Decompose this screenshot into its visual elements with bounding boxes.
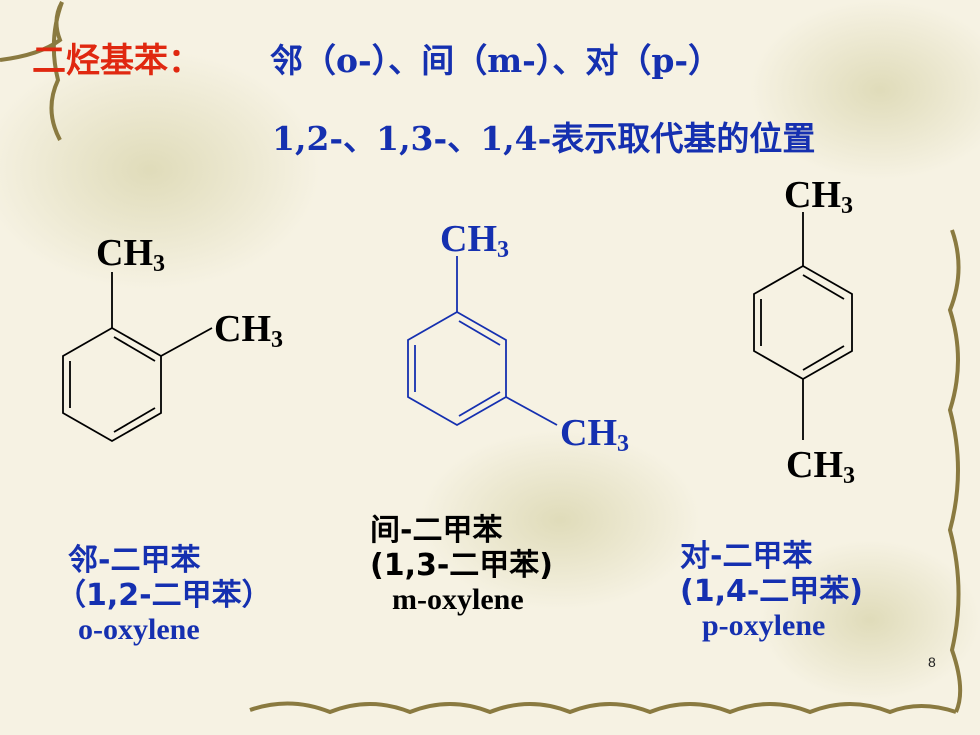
subscript-3: 3 [497,237,509,263]
meta-numbering: (1,3-二甲苯) [370,547,554,583]
meta-inner-bond [458,391,501,417]
para-inner-bond [802,274,845,300]
subscript-3: 3 [841,193,853,219]
ortho-name: 邻-二甲苯 [68,543,201,578]
para-methyl-label-2: CH3 [786,446,855,488]
leaf-shadow [750,0,980,180]
meta-benzene-ring [407,310,507,427]
leaf-shadow [0,50,320,290]
para-numbering: (1,4-二甲苯) [680,573,864,609]
meta-methyl-bond-2 [505,396,558,426]
position-numbering-note: 1,2-、1,3-、1,4-表示取代基的位置 [272,119,816,158]
meta-methyl-label-2: CH3 [560,414,629,456]
ch-text: CH [96,232,153,274]
meta-english: m-oxylene [392,583,524,616]
para-methyl-label-1: CH3 [784,176,853,218]
ortho-xylene-structure [62,272,213,443]
meta-xylene-structure [407,256,558,427]
subscript-3: 3 [153,251,165,277]
leaf-shadow [420,430,700,610]
ch-text: CH [440,218,497,260]
ortho-methyl-bond-2 [160,327,213,357]
title-label: 二烃基苯： [32,41,202,81]
page-number: 8 [928,654,936,670]
para-name-block: 对-二甲苯 (1,4-二甲苯) p-oxylene [680,539,864,644]
ch-text: CH [560,412,617,454]
vine-left [49,1,64,141]
vine-bottom [249,701,957,715]
ortho-methyl-label-2: CH3 [214,310,283,352]
ortho-numbering: （1,2-二甲苯） [56,577,272,613]
meta-name: 间-二甲苯 [370,513,503,548]
para-xylene-structure [753,212,853,440]
ortho-name-block: 邻-二甲苯 （1,2-二甲苯） o-oxylene [56,543,272,648]
para-name: 对-二甲苯 [680,539,813,574]
para-inner-bond [802,345,845,371]
position-prefixes: 邻（o-）、间（m-）、对（p-） [270,41,722,80]
ch-text: CH [214,308,271,350]
meta-inner-bond [458,320,501,346]
leaf-shadow [760,540,980,700]
ch-text: CH [786,444,843,486]
para-benzene-ring [753,264,853,381]
para-english: p-oxylene [702,609,826,642]
subscript-3: 3 [271,327,283,353]
subscript-3: 3 [617,431,629,457]
vine-right [947,229,963,713]
ortho-inner-bond [113,336,156,362]
ortho-english: o-oxylene [78,613,200,646]
meta-name-block: 间-二甲苯 (1,3-二甲苯) m-oxylene [370,513,554,618]
ortho-methyl-label-1: CH3 [96,234,165,276]
meta-methyl-label-1: CH3 [440,220,509,262]
ch-text: CH [784,174,841,216]
ortho-benzene-ring [62,326,162,443]
ortho-inner-bond [113,407,156,433]
subscript-3: 3 [843,463,855,489]
